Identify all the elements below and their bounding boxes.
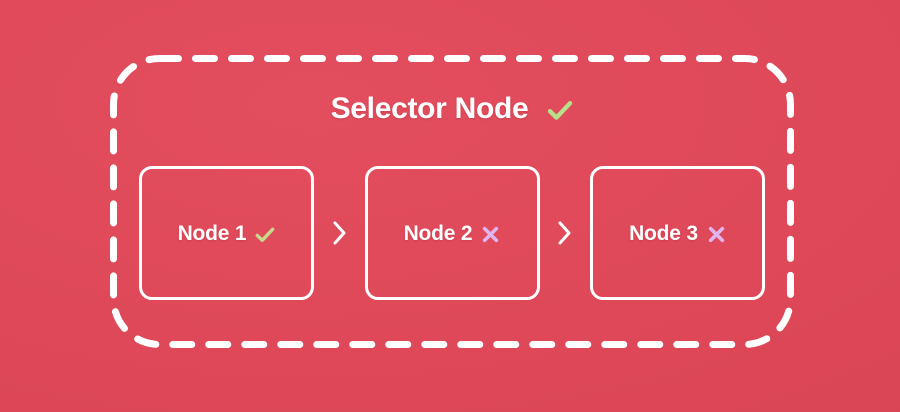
group-title: Selector Node <box>110 93 794 124</box>
separator-1 <box>326 219 352 247</box>
node-label-1: Node 1 <box>177 221 247 245</box>
check-icon <box>255 226 275 243</box>
dashed-border <box>110 55 794 348</box>
separator-2 <box>552 219 578 247</box>
node-box-1[interactable]: Node 1 <box>139 166 314 300</box>
check-icon <box>547 99 573 121</box>
node-label-3: Node 3 <box>629 221 698 245</box>
cross-icon <box>707 225 726 244</box>
node-box-2[interactable]: Node 2 <box>364 166 540 300</box>
node-box-3[interactable]: Node 3 <box>590 166 765 300</box>
node-chain: Node 1 Node 2 <box>139 166 765 300</box>
node-label-2: Node 2 <box>403 221 473 245</box>
cross-icon <box>481 225 500 244</box>
selector-node-group: Selector Node Node 1 <box>110 55 794 348</box>
group-title-text: Selector Node <box>330 92 529 126</box>
